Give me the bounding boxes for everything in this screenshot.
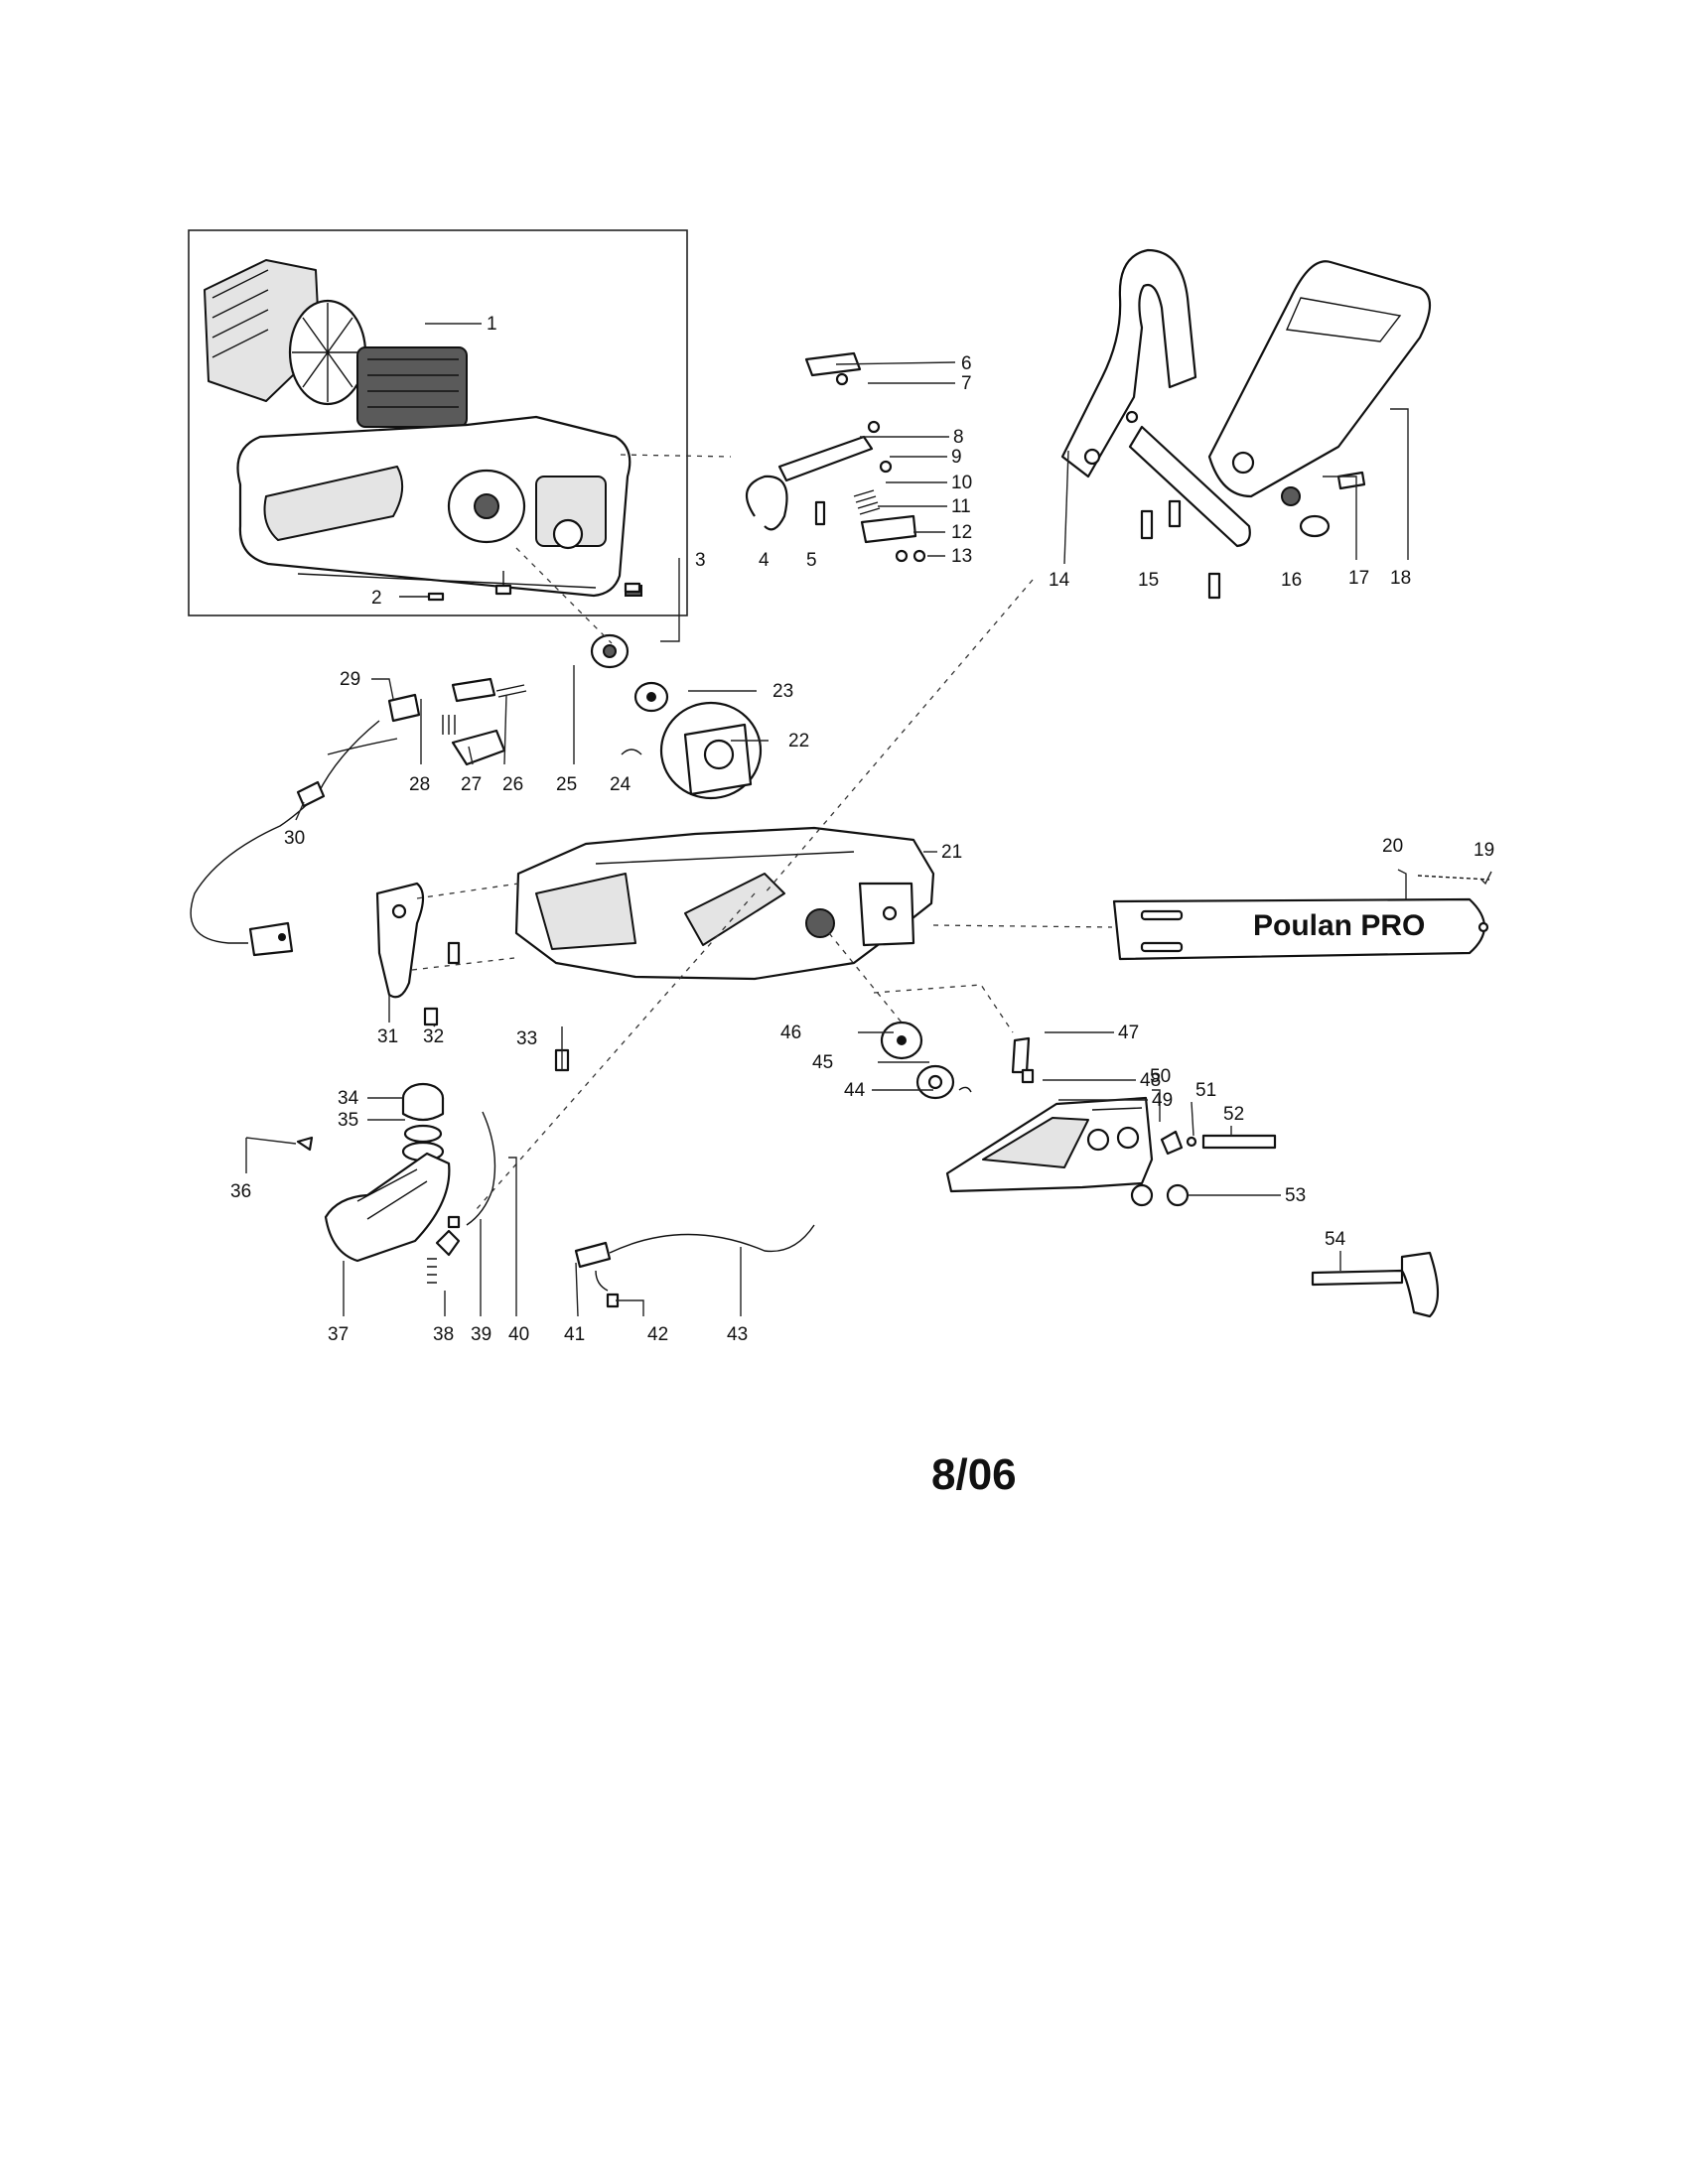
revision-date: 8/06 [931, 1450, 1017, 1499]
part-3-housing-half [236, 415, 642, 598]
parts-26-29-switch-parts [387, 677, 527, 766]
label-13: 13 [951, 546, 972, 567]
label-12: 12 [951, 522, 972, 543]
label-47: 47 [1118, 1023, 1139, 1043]
label-8: 8 [953, 427, 964, 448]
label-9: 9 [951, 447, 962, 468]
label-52: 52 [1223, 1104, 1244, 1125]
parts-34-40-oil-tank [296, 1082, 496, 1284]
label-7: 7 [961, 373, 972, 394]
label-3: 3 [695, 550, 706, 571]
label-43: 43 [727, 1324, 748, 1345]
label-40: 40 [508, 1324, 529, 1345]
part-2-screws [399, 571, 641, 602]
label-23: 23 [772, 681, 793, 702]
label-27: 27 [461, 774, 482, 795]
label-6: 6 [961, 353, 972, 374]
label-37: 37 [328, 1324, 349, 1345]
part-18-rear-handle [1207, 260, 1432, 506]
label-32: 32 [423, 1026, 444, 1047]
label-11: 11 [951, 496, 971, 517]
parts-41-43-oil-line [574, 1224, 815, 1308]
parts-22-25-gear-assembly [590, 633, 763, 800]
label-21: 21 [941, 842, 962, 863]
parts-49-53-side-cover [945, 1096, 1277, 1207]
label-50: 50 [1150, 1066, 1171, 1087]
label-44: 44 [844, 1080, 866, 1101]
label-22: 22 [788, 731, 809, 751]
label-54: 54 [1325, 1229, 1346, 1250]
label-17: 17 [1348, 568, 1369, 589]
label-19: 19 [1474, 840, 1494, 861]
label-38: 38 [433, 1324, 454, 1345]
part-1-motor [204, 259, 468, 428]
label-46: 46 [780, 1023, 801, 1043]
parts-44-48-sprocket-parts [880, 1021, 1035, 1100]
label-2: 2 [371, 588, 382, 609]
label-5: 5 [806, 550, 817, 571]
label-15: 15 [1138, 570, 1159, 591]
part-19-saw-chain [1417, 875, 1490, 881]
label-16: 16 [1281, 570, 1302, 591]
parts-31-33-handle-guard [375, 882, 570, 1072]
part-54-wrench [1311, 1251, 1440, 1318]
label-31: 31 [377, 1026, 398, 1047]
label-20: 20 [1382, 836, 1403, 857]
label-35: 35 [338, 1110, 358, 1131]
motor-assembly-frame [188, 229, 688, 616]
label-29: 29 [340, 669, 360, 690]
label-30: 30 [284, 828, 305, 849]
part-30-power-cord [190, 720, 398, 957]
label-10: 10 [951, 473, 972, 493]
part-14-front-handle [1060, 248, 1251, 548]
label-41: 41 [564, 1324, 585, 1345]
label-1: 1 [487, 314, 497, 335]
label-26: 26 [502, 774, 523, 795]
label-34: 34 [338, 1088, 359, 1109]
label-14: 14 [1049, 570, 1070, 591]
label-45: 45 [812, 1052, 833, 1073]
parts-4-13-switch-cluster [745, 351, 926, 563]
label-33: 33 [516, 1028, 537, 1049]
label-42: 42 [647, 1324, 668, 1345]
label-28: 28 [409, 774, 430, 795]
label-18: 18 [1390, 568, 1411, 589]
label-25: 25 [556, 774, 577, 795]
assembly-dash-lines [411, 454, 1113, 1210]
part-21-main-housing [514, 826, 935, 981]
label-24: 24 [610, 774, 632, 795]
leader-lines [245, 323, 1492, 1317]
label-51: 51 [1195, 1080, 1216, 1101]
label-53: 53 [1285, 1185, 1306, 1206]
part-labels: 1 2 3 4 5 6 7 8 9 10 11 12 13 14 15 16 1… [230, 314, 1494, 1345]
guide-bar-brand-text: Poulan PRO [1253, 909, 1425, 942]
label-39: 39 [471, 1324, 491, 1345]
label-48: 48 [1140, 1070, 1161, 1091]
label-4: 4 [759, 550, 770, 571]
part-20-guide-bar [1112, 897, 1489, 961]
label-49: 49 [1152, 1090, 1173, 1111]
label-36: 36 [230, 1181, 251, 1202]
